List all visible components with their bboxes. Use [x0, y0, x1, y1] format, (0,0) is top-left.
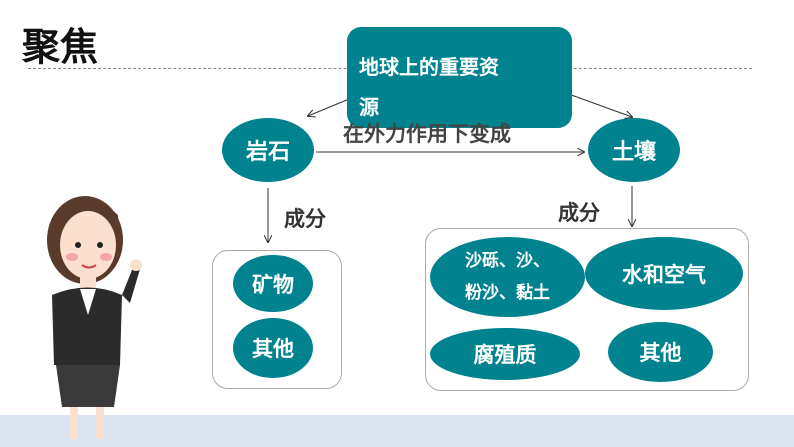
rock-component-minerals: 矿物 [233, 255, 313, 312]
slide-title: 聚焦 [22, 25, 99, 69]
rock-node: 岩石 [222, 118, 314, 182]
teacher-illustration [47, 196, 142, 439]
particles-line2: 粉沙、黏土 [465, 283, 550, 303]
center-box-line2: 源 [359, 95, 379, 119]
soil-components-label: 成分 [558, 201, 600, 225]
transform-label: 在外力作用下变成 [343, 122, 511, 146]
soil-node: 土壤 [588, 118, 680, 182]
rock-component-other: 其他 [233, 318, 313, 378]
center-box: 地球上的重要资 源 [347, 27, 572, 128]
soil-component-other: 其他 [608, 322, 713, 382]
particles-line1: 沙砾、沙、 [465, 251, 550, 271]
rock-components-label: 成分 [284, 207, 326, 231]
soil-component-water-air: 水和空气 [585, 237, 743, 310]
soil-component-humus: 腐殖质 [430, 328, 580, 380]
center-box-line1: 地球上的重要资 [359, 55, 499, 79]
bottom-band [0, 415, 794, 447]
soil-component-particles: 沙砾、沙、 粉沙、黏土 [430, 237, 585, 317]
